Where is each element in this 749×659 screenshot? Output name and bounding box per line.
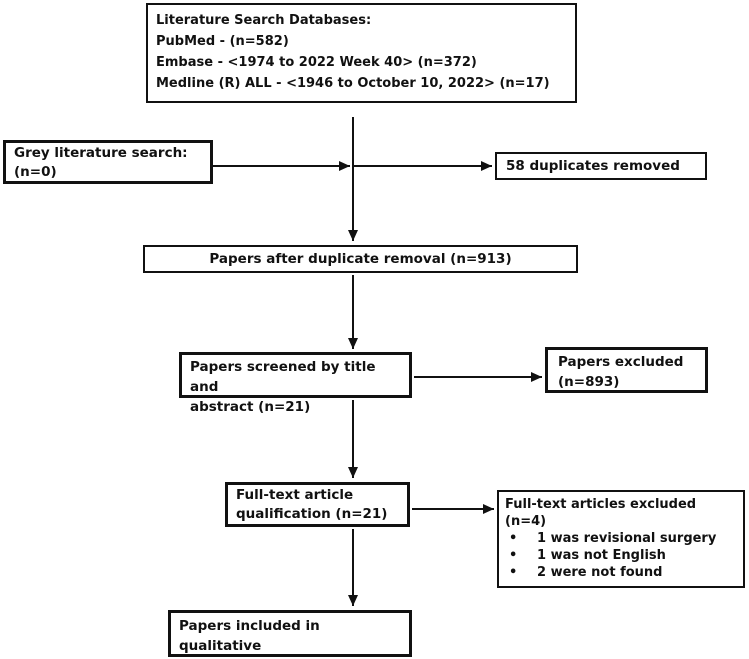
papers-included-line-1: Papers included in qualitative	[179, 618, 320, 654]
duplicates-removed-label: 58 duplicates removed	[506, 158, 680, 174]
papers-excluded-label: Papers excluded	[558, 354, 684, 370]
screened-label-line-1: Papers screened by title and	[190, 359, 376, 395]
box-papers-after-duplicate-removal: Papers after duplicate removal (n=913)	[143, 245, 578, 273]
box-fulltext-excluded: Full-text articles excluded (n=4) • 1 wa…	[497, 490, 745, 588]
bullet-icon: •	[509, 531, 518, 546]
fulltext-excluded-count: (n=4)	[505, 514, 547, 529]
box-papers-screened: Papers screened by title and abstract (n…	[179, 352, 412, 415]
fulltext-excluded-reason-3: 2 were not found	[537, 565, 663, 580]
fulltext-excluded-label: Full-text articles excluded	[505, 497, 697, 512]
bullet-icon: •	[509, 565, 518, 580]
literature-search-embase: Embase - <1974 to 2022 Week 40> (n=372)	[156, 55, 477, 70]
screened-label-line-2: abstract (n=21)	[190, 399, 311, 415]
box-grey-literature-search: Grey literature search: (n=0)	[3, 140, 213, 184]
fulltext-qualification-line-2: qualification (n=21)	[236, 506, 388, 522]
box-duplicates-removed: 58 duplicates removed	[495, 152, 707, 180]
literature-search-medline: Medline (R) ALL - <1946 to October 10, 2…	[156, 76, 550, 91]
fulltext-excluded-reason-2: 1 was not English	[537, 548, 666, 563]
box-papers-excluded: Papers excluded (n=893)	[545, 347, 708, 393]
literature-search-heading: Literature Search Databases:	[156, 13, 372, 28]
bullet-icon: •	[509, 548, 518, 563]
fulltext-excluded-reason-1: 1 was revisional surgery	[537, 531, 717, 546]
box-papers-included: Papers included in qualitative analysis …	[168, 610, 412, 659]
fulltext-excluded-reason-row: • 2 were not found	[505, 564, 737, 581]
box-fulltext-qualification: Full-text article qualification (n=21)	[225, 482, 410, 527]
box-literature-search-databases: Literature Search Databases: PubMed - (n…	[146, 3, 577, 103]
after-duplicate-removal-label: Papers after duplicate removal (n=913)	[209, 251, 512, 267]
fulltext-qualification-line-1: Full-text article	[236, 487, 354, 503]
grey-literature-label: Grey literature search:	[14, 145, 188, 161]
fulltext-excluded-reason-row: • 1 was not English	[505, 547, 737, 564]
grey-literature-count: (n=0)	[14, 164, 57, 180]
fulltext-excluded-reason-row: • 1 was revisional surgery	[505, 530, 737, 547]
literature-search-pubmed: PubMed - (n=582)	[156, 34, 289, 49]
papers-excluded-count: (n=893)	[558, 374, 620, 390]
